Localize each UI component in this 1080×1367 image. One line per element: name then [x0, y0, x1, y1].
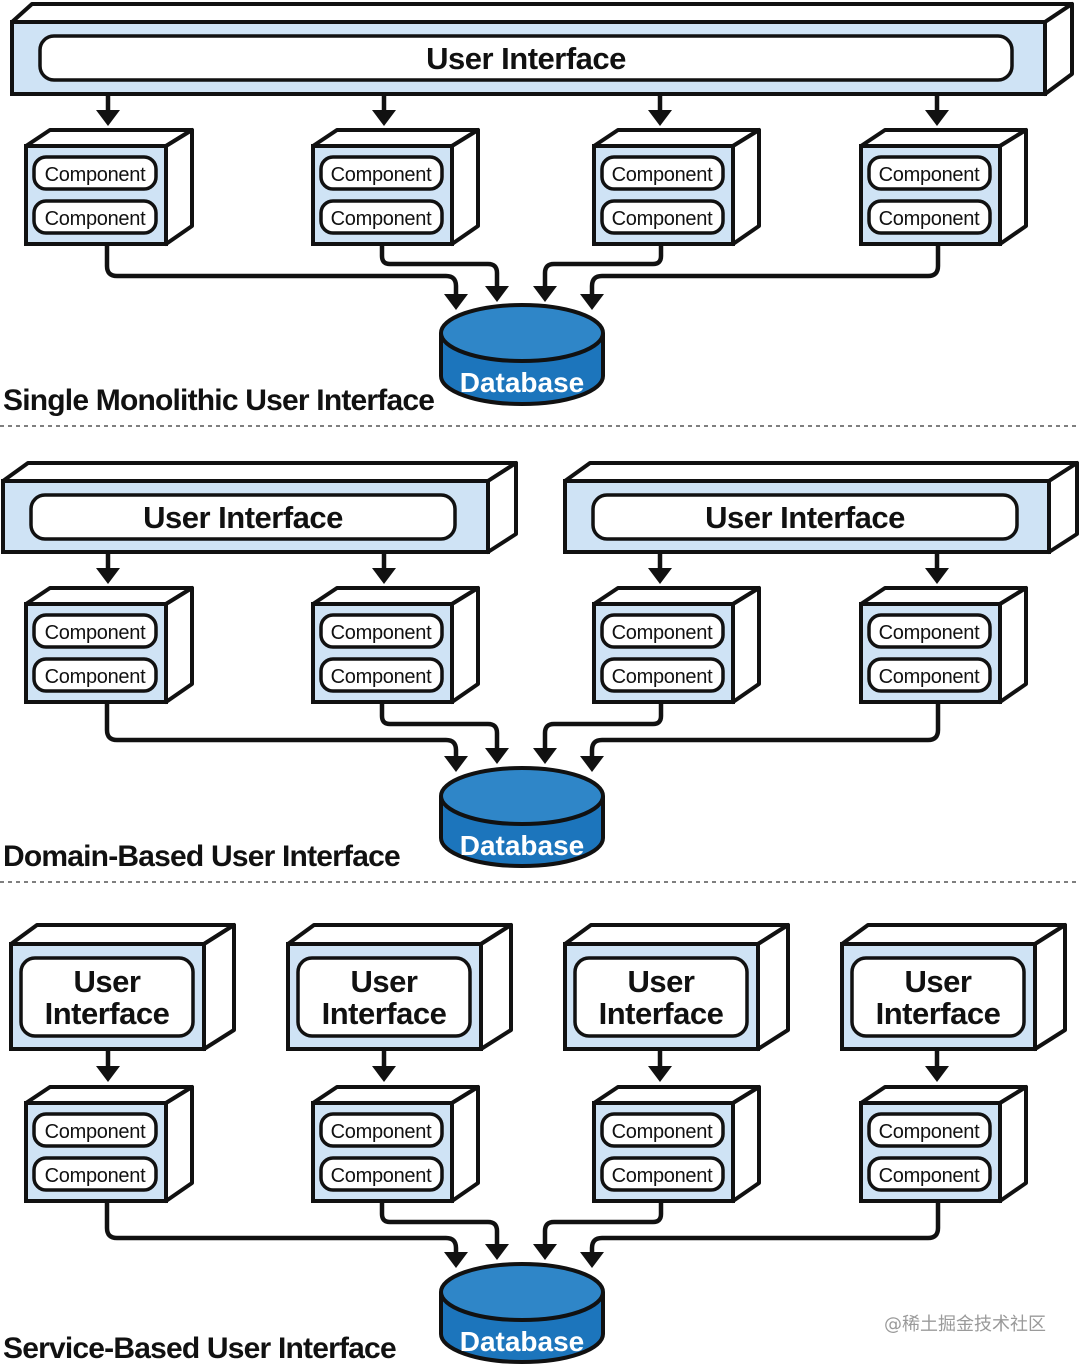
ui-box: User Interface [286, 923, 513, 1051]
database-icon: Database [439, 1262, 605, 1364]
section-title: Single Monolithic User Interface [3, 384, 434, 417]
component-label: Component [45, 208, 146, 230]
component-label: Component [612, 666, 713, 688]
component-label: Component [331, 1165, 432, 1187]
component-label: Component [879, 1165, 980, 1187]
component-label: Component [879, 164, 980, 186]
component-box: Component Component [859, 586, 1028, 704]
database-icon: Database [439, 303, 605, 406]
component-box: Component Component [592, 128, 761, 246]
ui-to-component-arrows [96, 93, 949, 126]
ui-box: User Interface [9, 923, 236, 1051]
database-label: Database [460, 367, 585, 398]
ui-box-label-line1: User [351, 964, 418, 999]
component-label: Component [331, 666, 432, 688]
database-icon: Database [439, 766, 605, 868]
ui-box-label-line2: Interface [876, 996, 1001, 1031]
component-label: Component [331, 622, 432, 644]
component-box: Component Component [24, 586, 194, 704]
ui-box-label: User Interface [143, 500, 343, 535]
ui-box-label: User Interface [705, 500, 905, 535]
watermark: @稀土掘金技术社区 [884, 1314, 1046, 1335]
ui-box-label-line1: User [628, 964, 695, 999]
ui-box-label-line1: User [905, 964, 972, 999]
component-box: Component Component [859, 128, 1028, 246]
component-box: Component Component [24, 1085, 194, 1203]
component-box: Component Component [24, 128, 194, 246]
component-label: Component [879, 1121, 980, 1143]
ui-box-label-line1: User [74, 964, 141, 999]
component-label: Component [331, 208, 432, 230]
component-label: Component [879, 622, 980, 644]
ui-box-label: User Interface [426, 41, 626, 76]
ui-box-label-line2: Interface [45, 996, 170, 1031]
database-label: Database [460, 830, 585, 861]
component-label: Component [45, 622, 146, 644]
section-service-based: User Interface User Interface User Inter… [3, 923, 1067, 1365]
component-label: Component [879, 208, 980, 230]
section-title: Service-Based User Interface [3, 1332, 396, 1365]
component-to-database-connectors [104, 701, 941, 772]
component-box: Component Component [311, 128, 480, 246]
component-label: Component [612, 1121, 713, 1143]
ui-box: User Interface [1, 461, 518, 554]
section-title: Domain-Based User Interface [3, 840, 400, 873]
component-box: Component Component [311, 1085, 480, 1203]
component-to-database-connectors [104, 243, 941, 310]
component-label: Component [45, 666, 146, 688]
section-domain-based: User Interface User Interface Component … [1, 461, 1079, 873]
component-box: Component Component [859, 1085, 1028, 1203]
component-box: Component Component [592, 1085, 761, 1203]
ui-box: User Interface [10, 2, 1074, 96]
ui-to-component-arrows [96, 1048, 949, 1082]
component-label: Component [879, 666, 980, 688]
database-label: Database [460, 1326, 585, 1357]
component-label: Component [45, 1165, 146, 1187]
component-to-database-connectors [104, 1200, 941, 1268]
ui-box: User Interface [563, 923, 790, 1051]
component-label: Component [45, 164, 146, 186]
ui-box: User Interface [840, 923, 1067, 1051]
component-label: Component [612, 208, 713, 230]
component-label: Component [331, 164, 432, 186]
component-label: Component [612, 164, 713, 186]
component-label: Component [45, 1121, 146, 1143]
component-label: Component [612, 622, 713, 644]
component-label: Component [331, 1121, 432, 1143]
component-box: Component Component [311, 586, 480, 704]
ui-box-label-line2: Interface [599, 996, 724, 1031]
ui-to-component-arrows [96, 551, 949, 584]
ui-box: User Interface [563, 461, 1079, 554]
ui-box-label-line2: Interface [322, 996, 447, 1031]
component-box: Component Component [592, 586, 761, 704]
component-label: Component [612, 1165, 713, 1187]
section-single-monolithic: User Interface Component Component Compo… [3, 2, 1074, 417]
